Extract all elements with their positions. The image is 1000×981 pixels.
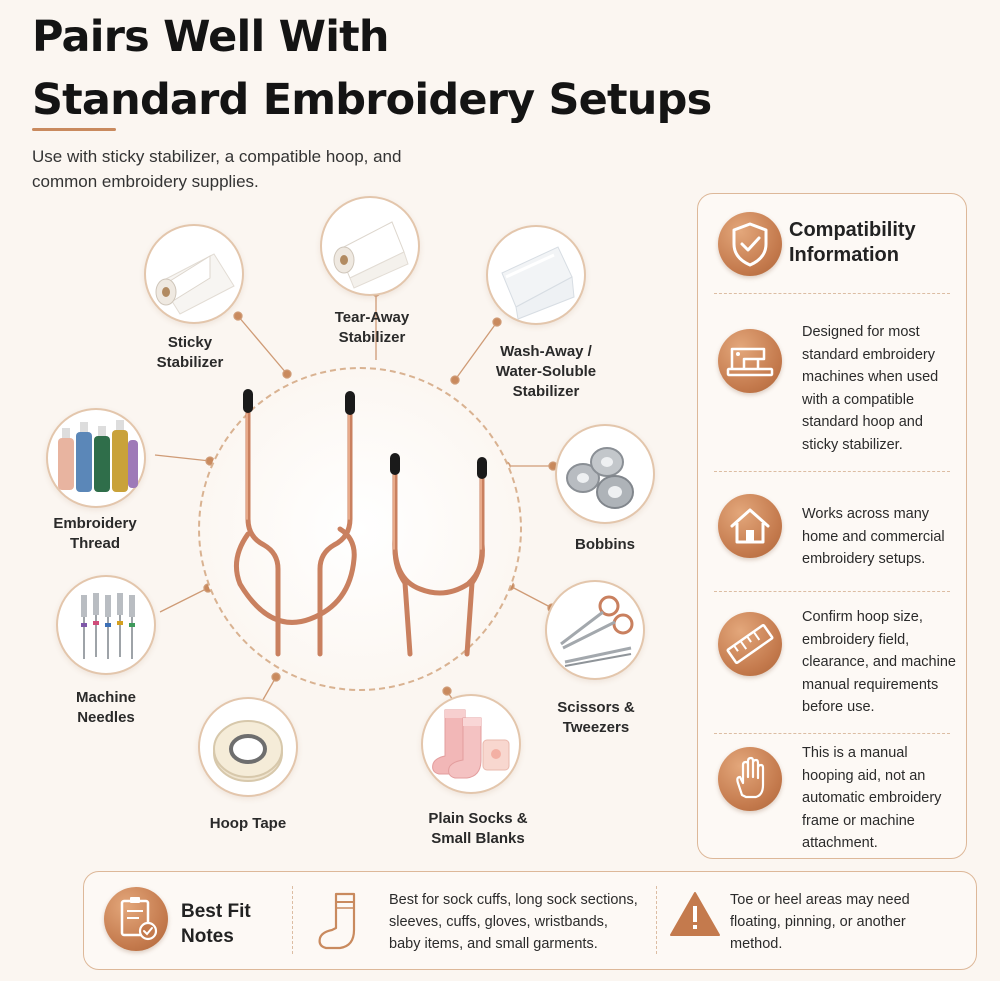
bar-divider	[656, 886, 657, 954]
soluble-stabilizer-icon	[501, 246, 575, 320]
best-fit-note-garments: Best for sock cuffs, long sock sections,…	[389, 892, 638, 952]
panel-divider	[714, 471, 950, 472]
compatibility-panel: Compatibility Information Designed for m…	[697, 193, 967, 859]
title-line-2: Standard Embroidery Setups	[32, 75, 712, 125]
plain-socks-label: Plain Socks & Small Blanks	[428, 810, 528, 847]
scissors-icon	[560, 595, 634, 667]
title-line-1: Pairs Well With	[32, 12, 390, 62]
wire-hoop-holders-illustration	[233, 389, 487, 657]
sticky-stabilizer-label: Sticky Stabilizer	[156, 334, 224, 371]
wash-away-stabilizer-image	[486, 225, 586, 325]
embroidery-thread-label: Embroidery Thread	[53, 515, 137, 552]
panel-divider	[714, 293, 950, 294]
page-title: Pairs Well With Standard Embroidery Setu…	[32, 6, 712, 132]
machine-needles-image	[56, 575, 156, 675]
compat-row-machines: Designed for most standard embroidery ma…	[802, 324, 939, 453]
shield-check-icon	[732, 222, 768, 267]
title-underline	[32, 128, 116, 131]
ruler-icon	[726, 623, 774, 665]
bobbins-icon	[566, 447, 634, 509]
home-icon	[730, 508, 770, 544]
embroidery-thread-image	[46, 408, 146, 508]
thread-spools-icon	[58, 420, 138, 492]
row-badge	[718, 747, 782, 811]
plain-socks-image	[421, 694, 521, 794]
tear-away-stabilizer-label: Tear-Away Stabilizer	[334, 309, 410, 346]
compatibility-badge	[718, 212, 782, 276]
page-subtitle: Use with sticky stabilizer, a compatible…	[32, 147, 402, 191]
wash-away-stabilizer-label: Wash-Away / Water-Soluble Stabilizer	[495, 343, 597, 400]
stabilizer-roll-icon	[155, 253, 235, 315]
sticky-stabilizer-image	[144, 224, 244, 324]
tape-roll-icon	[213, 720, 283, 782]
socks-icon	[432, 709, 510, 779]
sock-icon	[318, 892, 356, 950]
warning-icon	[670, 892, 720, 936]
bar-divider	[292, 886, 293, 954]
panel-divider	[714, 733, 950, 734]
best-fit-notes-bar: Best Fit Notes Best for sock cuffs, long…	[83, 871, 977, 970]
scissors-tweezers-image	[545, 580, 645, 680]
sewing-machine-icon	[726, 347, 774, 377]
hand-icon	[736, 756, 765, 799]
compat-row-confirm: Confirm hoop size, embroidery field, cle…	[802, 609, 956, 715]
hoop-tape-image	[198, 697, 298, 797]
needles-icon	[81, 593, 135, 659]
best-fit-note-toe-heel: Toe or heel areas may need floating, pin…	[730, 892, 910, 952]
checklist-icon	[120, 897, 158, 941]
hoop-tape-label: Hoop Tape	[209, 815, 287, 832]
compat-row-setups: Works across many home and commercial em…	[802, 506, 945, 567]
best-fit-title: Best Fit Notes	[181, 901, 251, 947]
product-showcase-ring	[198, 367, 522, 691]
best-fit-badge	[104, 887, 168, 951]
row-badge	[718, 612, 782, 676]
panel-divider	[714, 591, 950, 592]
machine-needles-label: Machine Needles	[75, 689, 136, 726]
row-badge	[718, 329, 782, 393]
scissors-tweezers-label: Scissors & Tweezers	[557, 699, 635, 736]
bobbins-label: Bobbins	[575, 536, 635, 553]
tear-away-stabilizer-image	[320, 196, 420, 296]
compatibility-title: Compatibility Information	[789, 219, 916, 266]
bobbins-image	[555, 424, 655, 524]
stabilizer-roll-icon	[333, 221, 409, 289]
compat-row-manual: This is a manual hooping aid, not an aut…	[802, 745, 942, 851]
row-badge	[718, 494, 782, 558]
